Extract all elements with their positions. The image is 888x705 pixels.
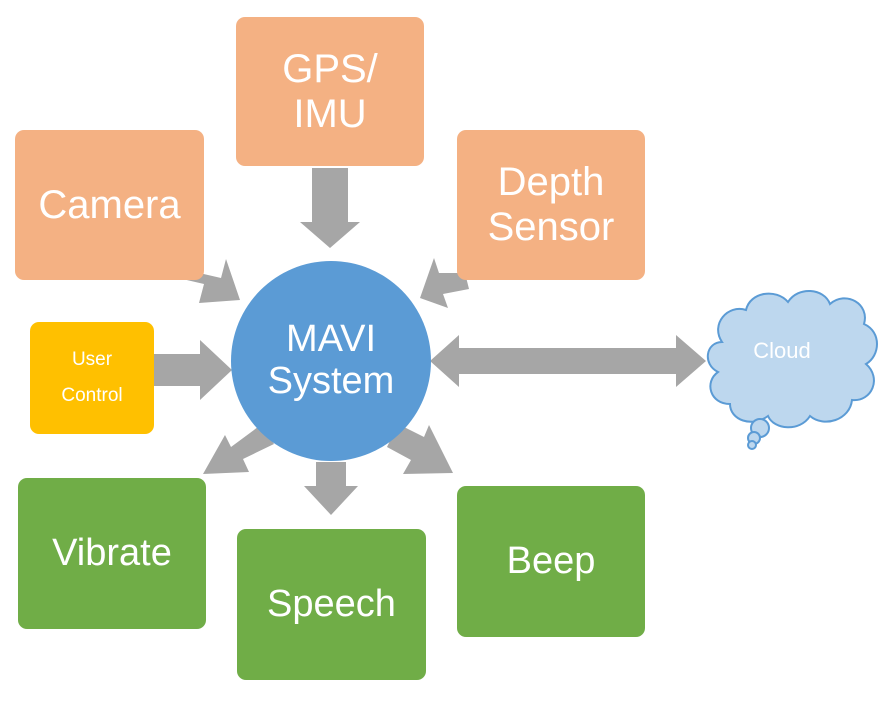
- gps-imu-label-line2: IMU: [293, 91, 367, 136]
- cloud-shape: [707, 290, 878, 450]
- arrow-hub-to-beep: [387, 424, 453, 474]
- camera-box: Camera: [15, 130, 204, 280]
- gps-imu-box: GPS/ IMU: [236, 17, 424, 166]
- arrow-usercontrol-to-hub: [154, 340, 232, 400]
- arrow-depth-to-hub: [420, 258, 469, 308]
- gps-imu-label-line1: GPS/: [282, 46, 378, 91]
- speech-label: Speech: [267, 583, 396, 626]
- hub-label-line1: MAVI: [285, 318, 377, 361]
- user-control-box: User Control: [30, 322, 154, 434]
- beep-box: Beep: [457, 486, 645, 637]
- speech-box: Speech: [237, 529, 426, 680]
- arrow-hub-to-speech: [304, 462, 358, 515]
- beep-label: Beep: [506, 540, 596, 583]
- vibrate-box: Vibrate: [18, 478, 206, 629]
- depth-sensor-label-line2: Sensor: [487, 205, 615, 249]
- user-control-label-line2: Control: [61, 385, 123, 406]
- arrow-camera-to-hub: [178, 259, 240, 303]
- cloud-bubble-small: [747, 440, 757, 450]
- vibrate-label: Vibrate: [52, 532, 172, 575]
- mavi-system-hub: MAVI System: [231, 261, 431, 461]
- hub-label-line2: System: [267, 360, 395, 402]
- arrow-hub-cloud-bidirectional: [430, 335, 706, 387]
- cloud-body: [707, 290, 878, 429]
- cloud-label: Cloud: [753, 338, 811, 363]
- arrow-gps-to-hub: [300, 168, 360, 248]
- camera-label: Camera: [38, 182, 181, 227]
- user-control-label-line1: User: [71, 348, 113, 370]
- depth-sensor-box: Depth Sensor: [457, 130, 645, 280]
- arrow-hub-to-vibrate: [203, 424, 274, 474]
- depth-sensor-label-line1: Depth: [497, 160, 605, 205]
